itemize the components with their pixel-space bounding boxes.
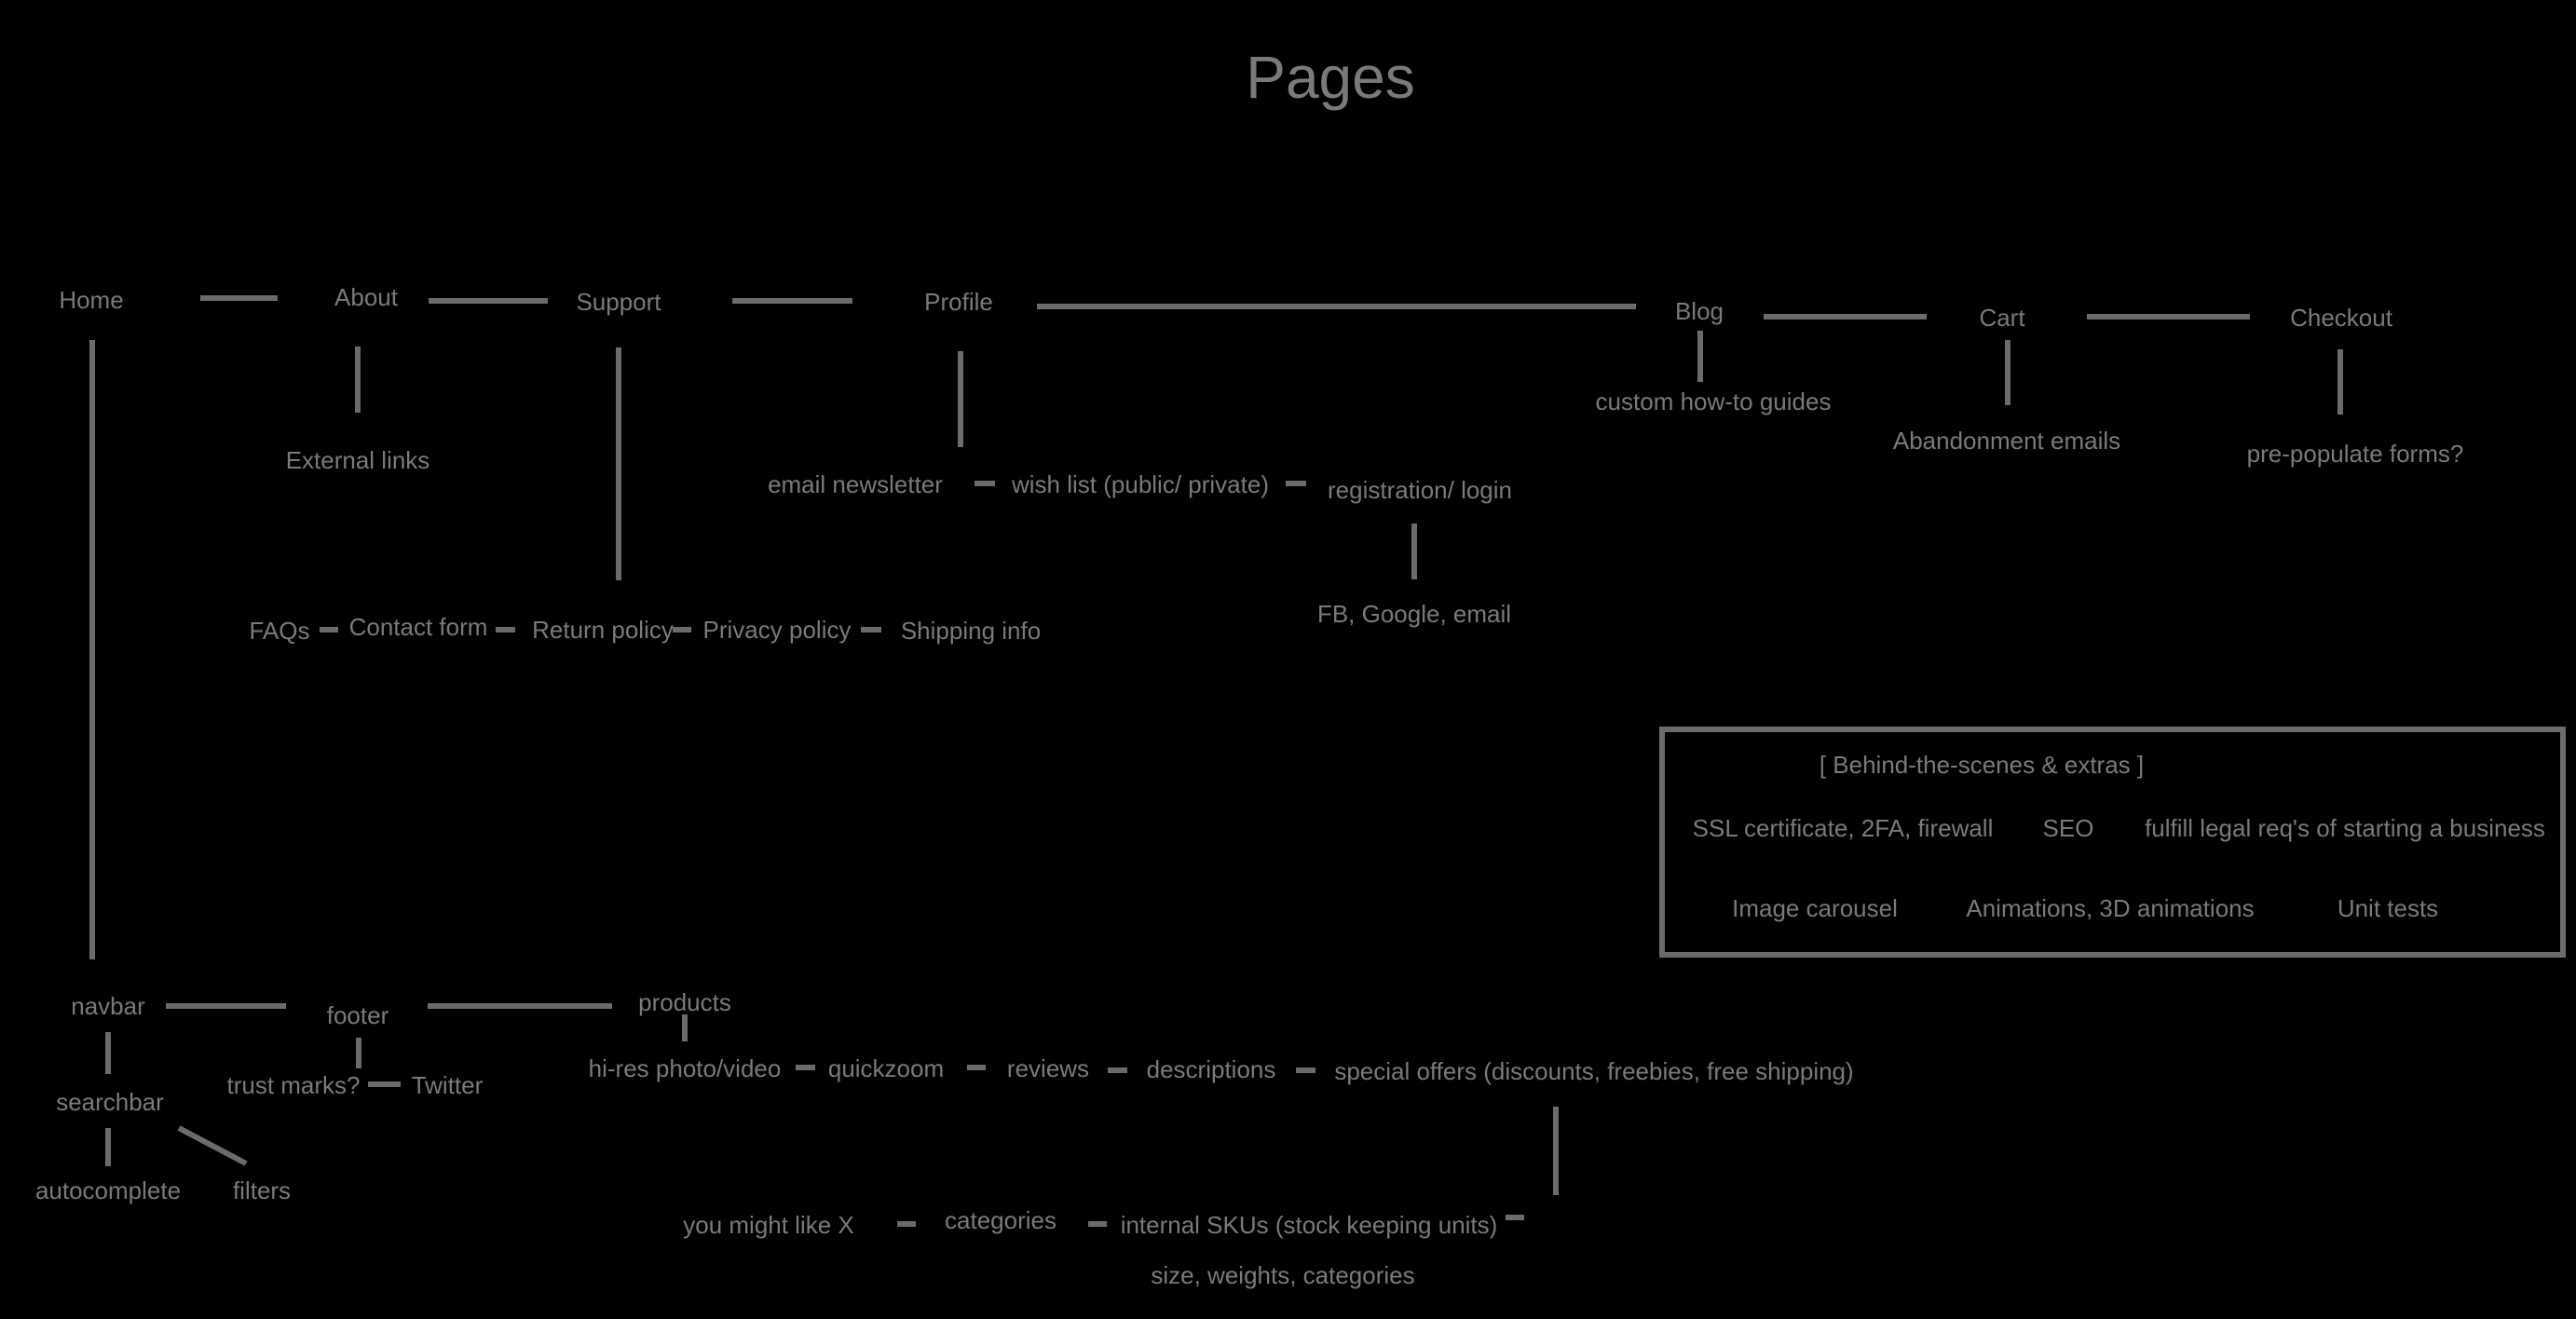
- extras-box-border: [1659, 727, 2566, 958]
- node-registration: registration/ login: [1328, 476, 1512, 504]
- node-filters: filters: [233, 1176, 291, 1204]
- node-special-offers: special offers (discounts, freebies, fre…: [1334, 1057, 1853, 1085]
- node-products: products: [638, 988, 731, 1016]
- node-shipping-info: Shipping info: [901, 617, 1041, 645]
- extras-seo: SEO: [2043, 814, 2094, 842]
- node-checkout: Checkout: [2290, 304, 2393, 332]
- node-footer: footer: [327, 1001, 389, 1029]
- node-categories: categories: [945, 1206, 1056, 1234]
- node-privacy-policy: Privacy policy: [703, 616, 852, 644]
- node-navbar: navbar: [71, 992, 145, 1020]
- extras-legal: fulfill legal req's of starting a busine…: [2145, 814, 2545, 842]
- node-you-might-like: you might like X: [683, 1211, 854, 1239]
- page-title: Pages: [1246, 44, 1414, 111]
- node-wish-list: wish list (public/ private): [1011, 470, 1269, 498]
- node-custom-guides: custom how-to guides: [1596, 388, 1832, 415]
- node-descriptions: descriptions: [1147, 1055, 1276, 1083]
- node-about: About: [334, 283, 399, 311]
- extras-unit-tests: Unit tests: [2337, 894, 2438, 922]
- node-trust-marks: trust marks?: [226, 1071, 360, 1099]
- node-faqs: FAQs: [249, 617, 309, 645]
- node-email-newsletter: email newsletter: [768, 470, 943, 498]
- node-twitter: Twitter: [412, 1071, 484, 1099]
- node-hires: hi-res photo/video: [589, 1054, 782, 1082]
- node-searchbar: searchbar: [56, 1088, 164, 1116]
- node-home: Home: [59, 286, 123, 314]
- extras-animations: Animations, 3D animations: [1966, 894, 2254, 922]
- node-cart: Cart: [1979, 304, 2025, 332]
- node-size-weights: size, weights, categories: [1151, 1261, 1414, 1289]
- node-quickzoom: quickzoom: [828, 1054, 944, 1082]
- node-abandonment-emails: Abandonment emails: [1893, 427, 2120, 455]
- node-internal-skus: internal SKUs (stock keeping units): [1121, 1211, 1498, 1239]
- node-autocomplete: autocomplete: [35, 1176, 181, 1204]
- node-return-policy: Return policy: [532, 616, 674, 644]
- extras-carousel: Image carousel: [1732, 894, 1898, 922]
- node-support: Support: [576, 288, 661, 316]
- node-prepopulate: pre-populate forms?: [2247, 440, 2464, 468]
- node-external-links: External links: [286, 446, 430, 474]
- node-reviews: reviews: [1007, 1054, 1089, 1082]
- node-profile: Profile: [924, 288, 993, 316]
- connector-lines: [89, 295, 2343, 1227]
- extras-box-title: [ Behind-the-scenes & extras ]: [1820, 751, 2144, 779]
- node-blog: Blog: [1675, 297, 1724, 325]
- node-contact-form: Contact form: [349, 613, 488, 641]
- connector-searchbar-filters: [177, 1125, 248, 1166]
- node-social-login: FB, Google, email: [1317, 600, 1511, 628]
- extras-ssl: SSL certificate, 2FA, firewall: [1693, 814, 1994, 842]
- extras-box: [ Behind-the-scenes & extras ] SSL certi…: [1659, 727, 2566, 958]
